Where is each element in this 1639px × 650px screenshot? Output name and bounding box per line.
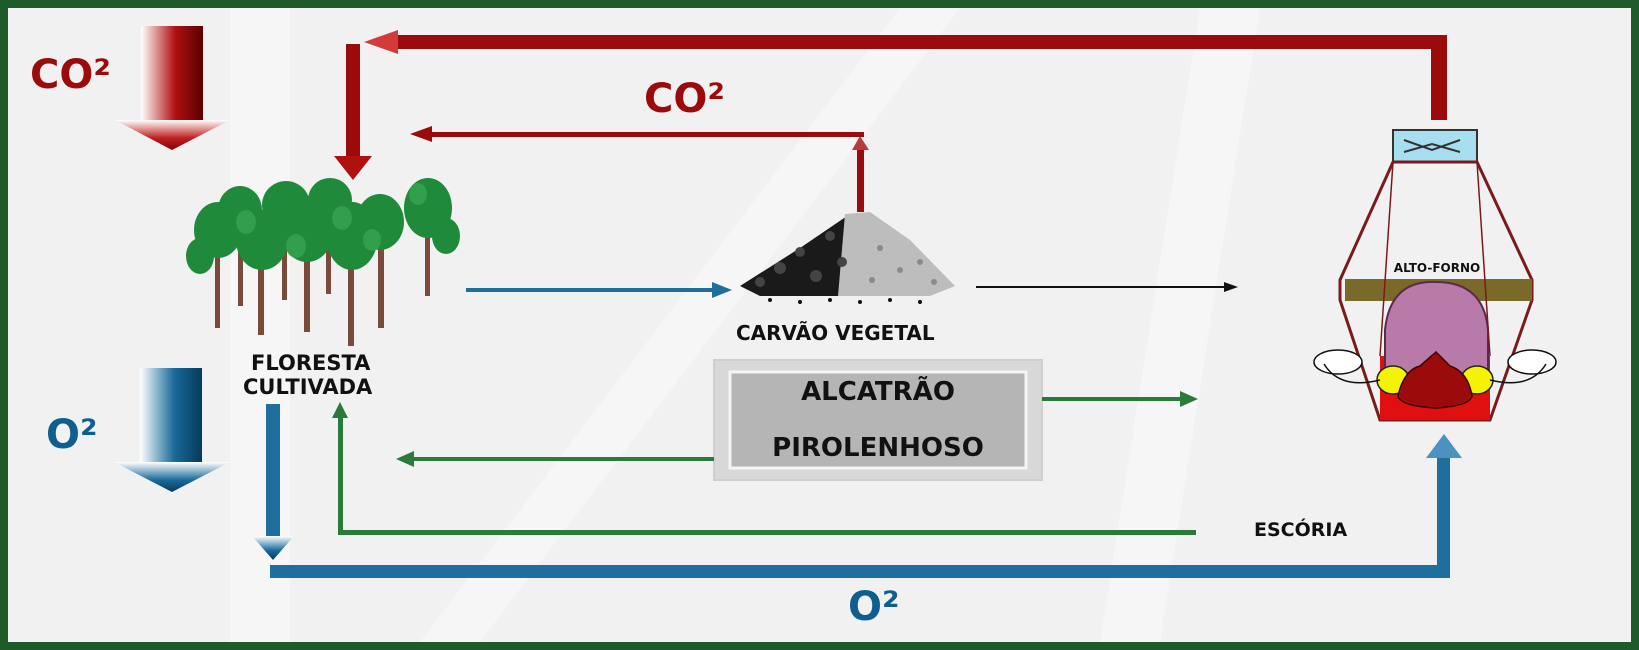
co2-label-top-left: CO² (30, 52, 111, 98)
o2-label-left: O² (46, 412, 98, 458)
forest-icon (186, 178, 460, 346)
blast-furnace-icon (1313, 129, 1557, 422)
byproduct-to-furnace-arrow (1042, 391, 1198, 407)
alcatrao-label: ALCATRÃO (801, 375, 955, 407)
co2-absorption-arrow (115, 26, 230, 150)
pirolenhoso-label: PIROLENHOSO (772, 433, 984, 463)
o2-release-arrow (114, 368, 230, 492)
byproduct-to-forest-arrow (396, 451, 714, 467)
wood-to-charcoal-arrow (466, 282, 732, 298)
slag-label: ESCÓRIA (1254, 517, 1347, 541)
charcoal-label: CARVÃO VEGETAL (736, 321, 935, 345)
o2-supply-flow (252, 404, 1462, 578)
slag-return-flow (332, 402, 1196, 535)
byproducts-box (713, 359, 1043, 481)
charcoal-pile-icon (740, 212, 955, 304)
forest-label-line2: CULTIVADA (243, 375, 373, 399)
co2-charcoal-flow (410, 126, 869, 212)
furnace-label: ALTO-FORNO (1394, 261, 1480, 275)
co2-label-middle: CO² (644, 76, 725, 122)
forest-label-line1: FLORESTA (251, 351, 371, 375)
o2-label-bottom: O² (848, 584, 900, 630)
charcoal-to-furnace-arrow (976, 282, 1238, 292)
co2-return-flow (334, 30, 1447, 180)
